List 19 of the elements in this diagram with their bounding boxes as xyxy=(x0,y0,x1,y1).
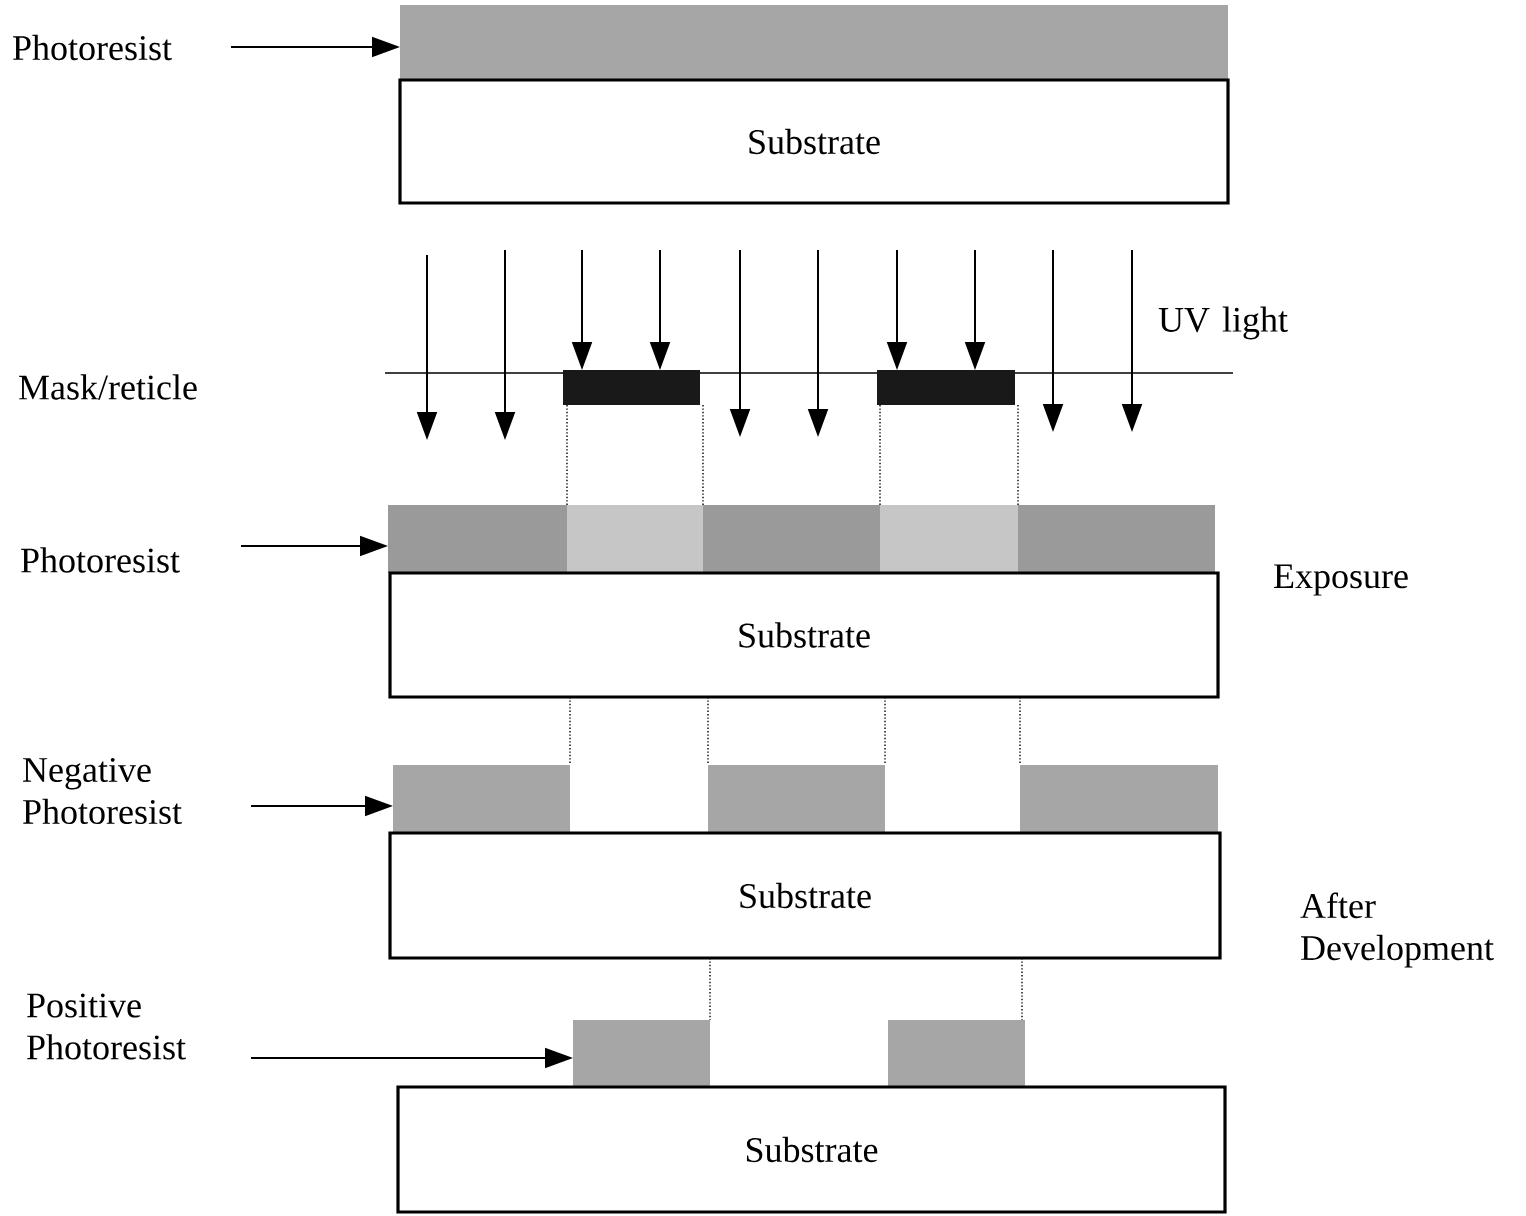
photoresist-layer xyxy=(1020,765,1218,833)
photoresist-layer xyxy=(708,765,885,833)
callout-label: Negative Photoresist xyxy=(23,757,182,825)
process-label: After Development xyxy=(1300,892,1494,968)
photoresist-layer xyxy=(573,1020,710,1087)
callout-label: Photoresist xyxy=(21,547,180,573)
photoresist-layer xyxy=(888,1020,1025,1087)
callout-label: Photoresist xyxy=(13,34,172,61)
process-label: Exposure xyxy=(1274,564,1408,596)
substrate-box: Substrate xyxy=(396,1085,1227,1214)
process-label: Mask/reticle xyxy=(19,374,197,400)
substrate-box: Substrate xyxy=(388,571,1220,699)
substrate-box: Substrate xyxy=(388,831,1222,960)
exposed-photoresist-layer xyxy=(388,505,1215,573)
callout-label: Positive Photoresist xyxy=(27,993,186,1060)
process-label: UV light xyxy=(1158,306,1288,340)
substrate-box: Substrate xyxy=(398,78,1230,205)
photoresist-layer xyxy=(400,5,1228,80)
photoresist-layer xyxy=(393,765,570,833)
